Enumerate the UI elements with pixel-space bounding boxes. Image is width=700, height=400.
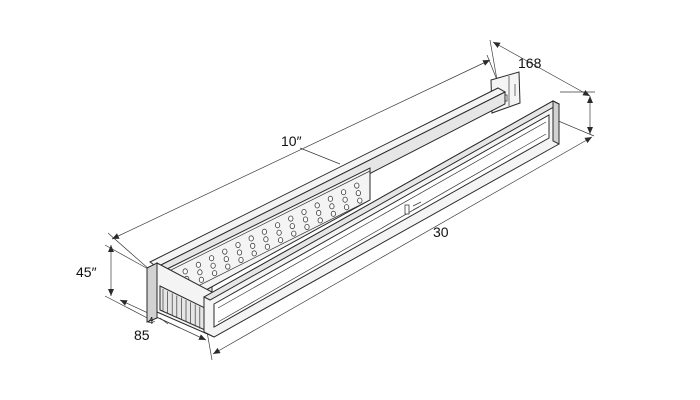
perforation-hole: [314, 202, 320, 209]
perforation-hole: [288, 215, 294, 222]
perforation-hole: [330, 210, 336, 217]
front-end-cap: [146, 262, 213, 337]
perforation-hole: [357, 197, 363, 204]
ext-line: [489, 39, 498, 81]
label-depth: 168: [518, 55, 542, 71]
dimension-labels: 10″ 168 30 45″ 85 4: [76, 55, 542, 343]
perforation-hole: [223, 256, 229, 263]
perforation-hole: [250, 242, 256, 249]
perforation-hole: [317, 217, 323, 224]
label-height: 45″: [76, 264, 97, 280]
perforation-hole: [291, 230, 297, 237]
perforation-hole: [276, 229, 282, 236]
perforation-hole: [235, 241, 241, 248]
ext-line: [555, 119, 595, 137]
end-cap-outer: [146, 262, 158, 323]
leader-line: [159, 317, 169, 325]
perforation-hole: [302, 216, 309, 223]
perforation-hole: [198, 276, 204, 283]
perforation-hole: [342, 196, 348, 203]
frame-marking: [412, 206, 420, 211]
perforation-hole: [355, 190, 361, 197]
perforation-hole: [277, 237, 284, 244]
perforation-hole: [329, 203, 335, 210]
ext-line: [104, 244, 151, 271]
perforation-hole: [248, 235, 254, 242]
leader-line: [299, 147, 341, 165]
perforation-hole: [274, 222, 281, 229]
ext-line: [107, 232, 151, 271]
front-frame: [202, 100, 561, 338]
perforation-hole: [195, 261, 201, 268]
frame-top-lip: [202, 100, 561, 301]
perforation-hole: [343, 204, 350, 211]
perforation-hole: [210, 262, 216, 269]
frame-marking: [412, 201, 422, 207]
perforation-hole: [301, 208, 307, 215]
frame-clip: [404, 204, 410, 215]
label-small: 4: [148, 316, 154, 327]
perforation-hole: [264, 243, 270, 250]
perforation-hole: [289, 223, 295, 230]
perforated-side-rail: [149, 87, 507, 312]
perforation-hole: [251, 250, 257, 257]
grille-slots: [162, 289, 201, 329]
perforation-hole: [236, 249, 243, 256]
frame-right-edge: [552, 100, 560, 145]
perforation-hole: [182, 268, 188, 275]
perforation-hole: [263, 236, 269, 243]
perforation-hole: [261, 228, 267, 235]
perforation-hole: [327, 195, 333, 202]
dim-line-depth: [492, 41, 591, 97]
perforation-hole: [238, 256, 244, 263]
perforation-hole: [209, 255, 215, 262]
perforation-hole: [354, 182, 360, 189]
dim-line-overall: [212, 136, 593, 355]
label-length: 10″: [281, 133, 302, 149]
perforation-hole: [316, 209, 322, 216]
perforation-hole: [197, 269, 203, 276]
perforation-hole: [340, 189, 347, 196]
label-width: 85: [134, 327, 150, 343]
perforation-hole: [222, 248, 228, 255]
perforation-hole: [212, 270, 218, 277]
label-overall: 30: [433, 224, 449, 240]
perforation-hole: [225, 263, 231, 270]
ext-line: [486, 54, 498, 81]
perforation-hole: [304, 223, 310, 230]
